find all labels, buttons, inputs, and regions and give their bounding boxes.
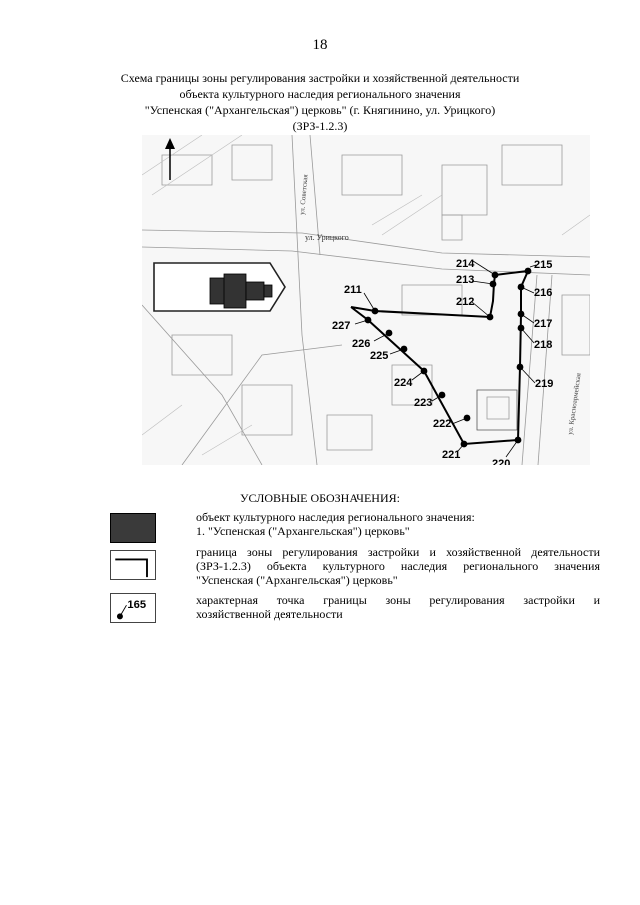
boundary-point-211 <box>371 307 379 315</box>
point-label-211: 211 <box>344 284 362 296</box>
title-line-4: (ЗРЗ-1.2.3) <box>292 119 348 133</box>
legend-item3-line2: хозяйственной деятельности <box>196 607 343 621</box>
page-title: Схема границы зоны регулирования застрой… <box>110 70 530 134</box>
legend-point-number: 165 <box>127 599 146 611</box>
boundary-point-214 <box>491 271 499 279</box>
title-line-2: объекта культурного наследия регионально… <box>179 87 461 101</box>
point-label-217: 217 <box>534 318 552 330</box>
boundary-map: ул. Урицкого ул. Советская ул. Красноарм… <box>142 135 590 465</box>
north-arrow <box>165 138 175 180</box>
point-label-222: 222 <box>433 418 451 430</box>
point-label-216: 216 <box>534 287 552 299</box>
point-label-218: 218 <box>534 339 552 351</box>
point-label-226: 226 <box>352 338 370 350</box>
legend-item2-line3: "Успенская ("Архангельская") церковь" <box>196 573 398 587</box>
legend-heritage-swatch <box>110 513 156 543</box>
legend-boundary-swatch <box>110 550 156 580</box>
map-background <box>142 135 590 465</box>
point-label-224: 224 <box>394 377 413 389</box>
page-number: 18 <box>312 37 328 53</box>
point-label-215: 215 <box>534 259 552 271</box>
point-label-212: 212 <box>456 296 474 308</box>
street-label-sovetskaya: ул. Советская <box>298 173 310 215</box>
boundary-point-213 <box>489 280 497 288</box>
legend-item2-line1: граница зоны регулирования застройки и х… <box>196 545 600 559</box>
point-label-227: 227 <box>332 320 350 332</box>
legend-item2-line2: (ЗРЗ-1.2.3) объекта культурного наследия… <box>196 559 600 573</box>
street-label-uritskogo: ул. Урицкого <box>305 233 349 242</box>
point-leader-lines <box>354 260 537 458</box>
boundary-point-215 <box>524 267 532 275</box>
legend-heading: УСЛОВНЫЕ ОБОЗНАЧЕНИЯ: <box>240 491 400 505</box>
map-hatching <box>142 135 590 456</box>
legend-point-swatch: 165 <box>110 593 156 623</box>
legend-item1-line1: объект культурного наследия региональног… <box>196 510 475 524</box>
point-label-220: 220 <box>492 458 510 465</box>
boundary-point-227 <box>364 316 372 324</box>
church-building <box>209 273 273 309</box>
point-label-219: 219 <box>535 378 553 390</box>
title-line-3: "Успенская ("Архангельская") церковь" (г… <box>144 103 496 117</box>
point-label-225: 225 <box>370 350 388 362</box>
point-label-223: 223 <box>414 397 432 409</box>
legend-item1-line2: 1. "Успенская ("Архангельская") церковь" <box>196 524 410 538</box>
legend-item3-line1: характерная точка границы зоны регулиров… <box>196 593 600 607</box>
boundary-point-226 <box>385 329 393 337</box>
point-label-213: 213 <box>456 274 474 286</box>
point-label-214: 214 <box>456 258 475 270</box>
title-line-1: Схема границы зоны регулирования застрой… <box>120 71 520 85</box>
point-label-221: 221 <box>442 449 460 461</box>
